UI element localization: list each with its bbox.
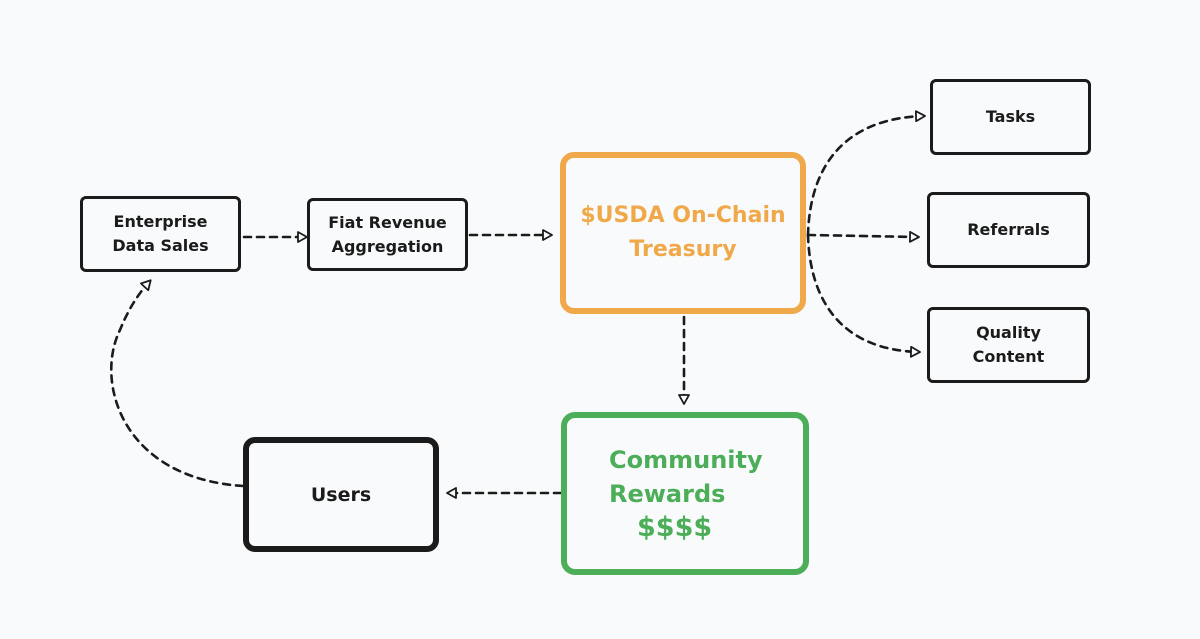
edge-users-to-enterprise: [109, 279, 245, 488]
community-rewards-line-2: Rewards: [609, 479, 726, 508]
referrals-node[interactable]: Referrals: [927, 192, 1090, 268]
community-rewards-label: Community Rewards $$$$: [609, 443, 763, 545]
quality-content-node[interactable]: Quality Content: [927, 307, 1090, 383]
edge-treasury-to-quality: [806, 233, 921, 358]
community-rewards-line-1: Community: [609, 445, 763, 474]
edge-treasury-to-referrals: [806, 230, 920, 243]
users-node[interactable]: Users: [243, 437, 439, 552]
fiat-revenue-aggregation-node[interactable]: Fiat Revenue Aggregation: [307, 198, 468, 271]
community-rewards-node[interactable]: Community Rewards $$$$: [561, 412, 809, 575]
enterprise-data-sales-node[interactable]: Enterprise Data Sales: [80, 196, 241, 272]
edge-treasury-to-tasks: [806, 110, 926, 237]
community-rewards-amount: $$$$: [637, 511, 713, 543]
usda-treasury-node[interactable]: $USDA On-Chain Treasury: [560, 152, 806, 314]
tasks-node[interactable]: Tasks: [930, 79, 1091, 155]
